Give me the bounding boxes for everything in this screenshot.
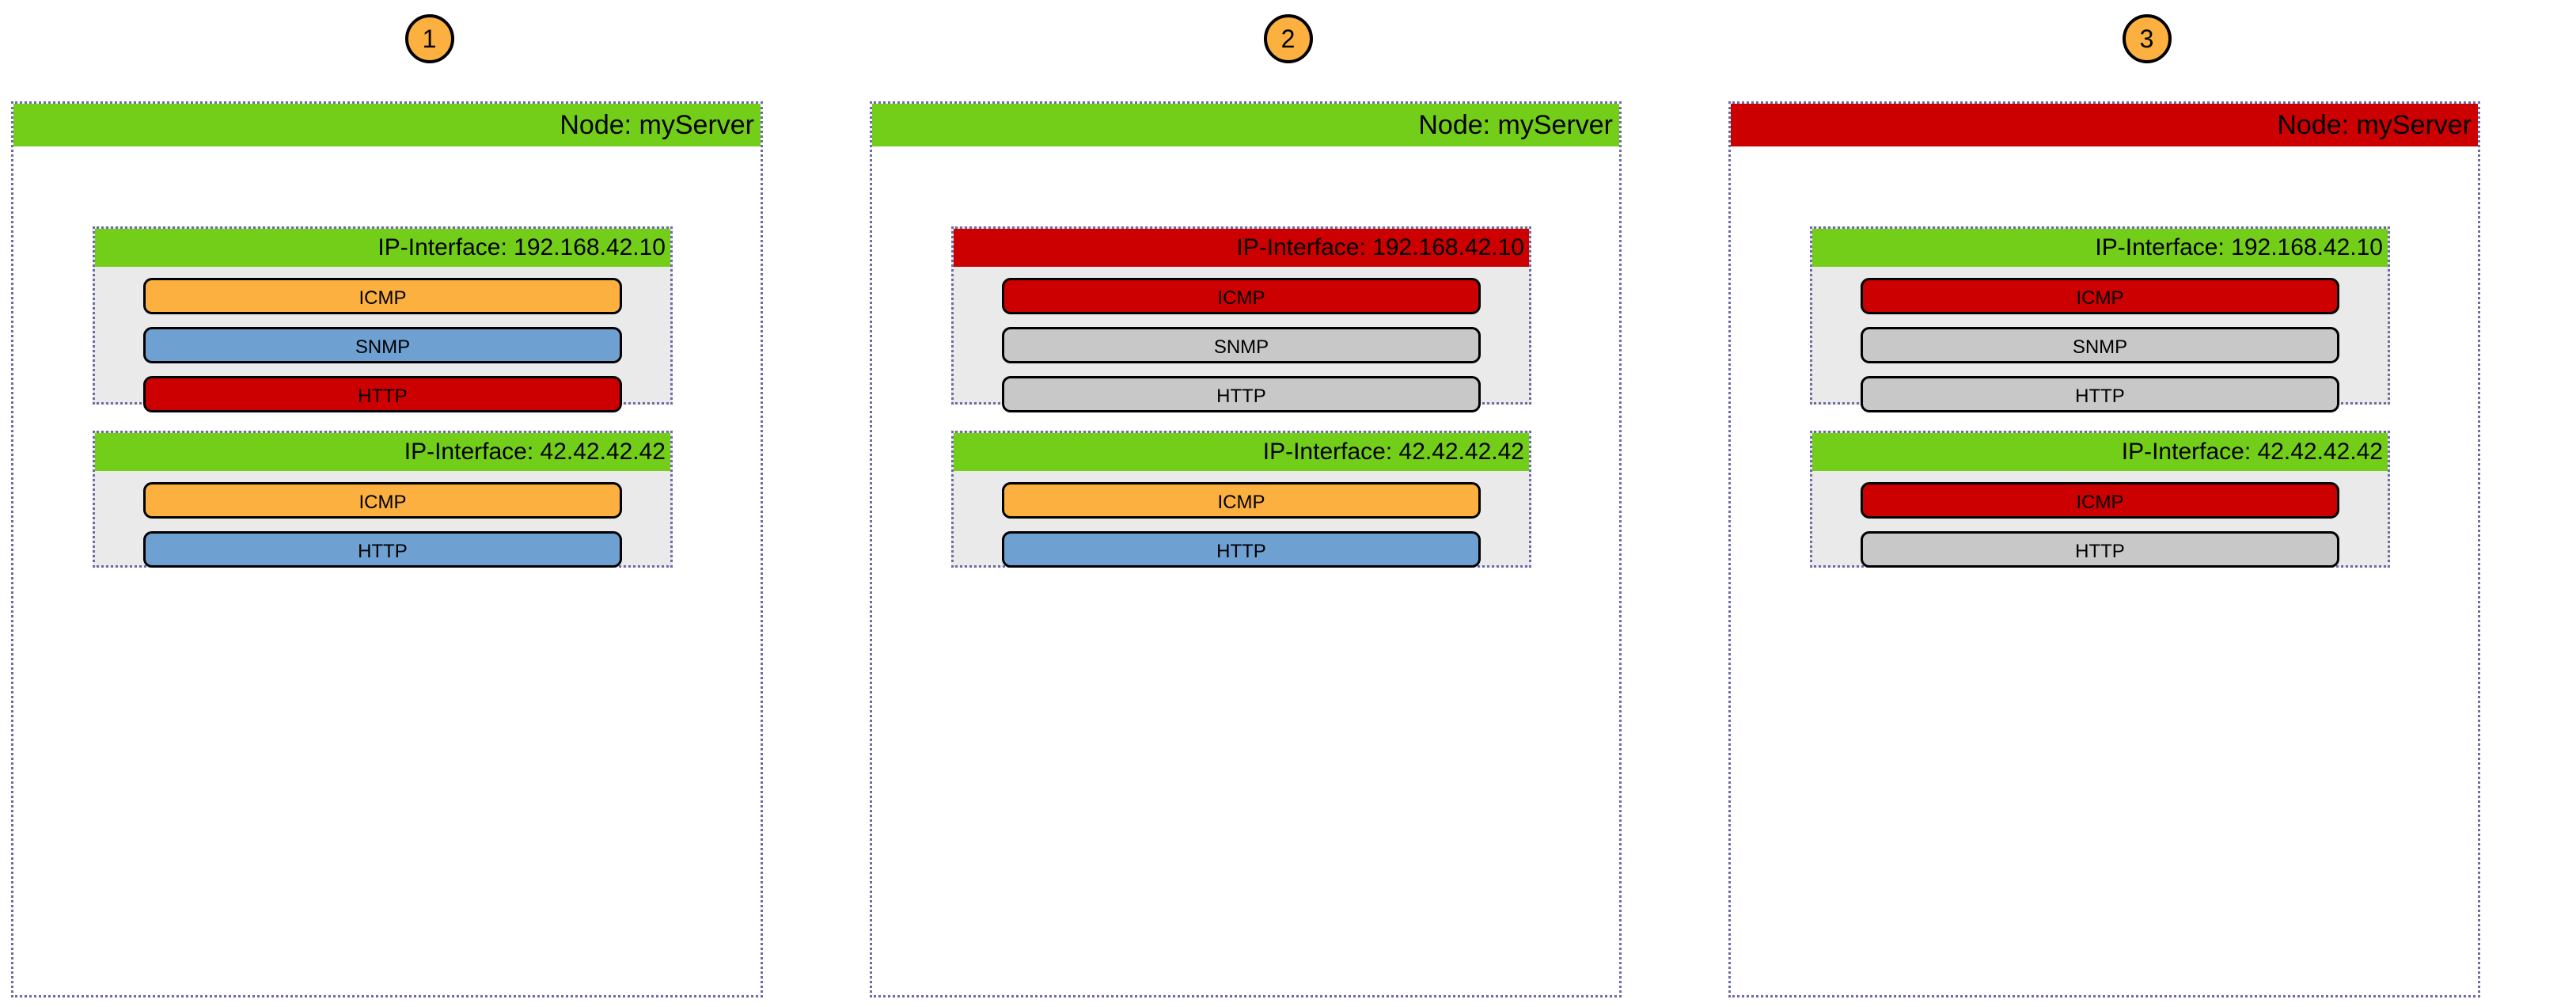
node-header[interactable]: Node: myServer xyxy=(1731,104,2478,146)
service-box[interactable]: HTTP xyxy=(1861,376,2339,412)
ip-interface-header[interactable]: IP-Interface: 42.42.42.42 xyxy=(1812,433,2388,471)
service-box[interactable]: ICMP xyxy=(1002,482,1481,519)
service-box[interactable]: HTTP xyxy=(1002,531,1481,568)
ip-interface-header[interactable]: IP-Interface: 192.168.42.10 xyxy=(1812,229,2388,267)
service-list: ICMP SNMP HTTP xyxy=(954,267,1529,412)
service-list: ICMP SNMP HTTP xyxy=(95,267,670,412)
service-box[interactable]: ICMP xyxy=(1002,278,1481,314)
ip-interface-header[interactable]: IP-Interface: 42.42.42.42 xyxy=(95,433,670,471)
node-header[interactable]: Node: myServer xyxy=(13,104,761,146)
service-box[interactable]: SNMP xyxy=(143,327,622,363)
step-badge: 1 xyxy=(404,14,454,63)
node-header[interactable]: Node: myServer xyxy=(872,104,1619,146)
service-list: ICMP SNMP HTTP xyxy=(1812,267,2388,412)
ip-interface-header[interactable]: IP-Interface: 42.42.42.42 xyxy=(954,433,1529,471)
service-list: ICMP HTTP xyxy=(1812,471,2388,568)
service-box[interactable]: HTTP xyxy=(1002,376,1481,412)
step-badge: 3 xyxy=(2122,14,2172,63)
service-box[interactable]: HTTP xyxy=(1861,531,2339,568)
ip-interface-header[interactable]: IP-Interface: 192.168.42.10 xyxy=(95,229,670,267)
service-box[interactable]: ICMP xyxy=(1861,482,2339,519)
service-box[interactable]: HTTP xyxy=(143,376,622,412)
service-box[interactable]: SNMP xyxy=(1002,327,1481,363)
service-box[interactable]: HTTP xyxy=(143,531,622,568)
service-box[interactable]: ICMP xyxy=(143,482,622,519)
service-box[interactable]: ICMP xyxy=(1861,278,2339,314)
service-list: ICMP HTTP xyxy=(954,471,1529,568)
service-list: ICMP HTTP xyxy=(95,471,670,568)
service-box[interactable]: ICMP xyxy=(143,278,622,314)
step-badge: 2 xyxy=(1263,14,1313,63)
ip-interface-header[interactable]: IP-Interface: 192.168.42.10 xyxy=(954,229,1529,267)
service-box[interactable]: SNMP xyxy=(1861,327,2339,363)
